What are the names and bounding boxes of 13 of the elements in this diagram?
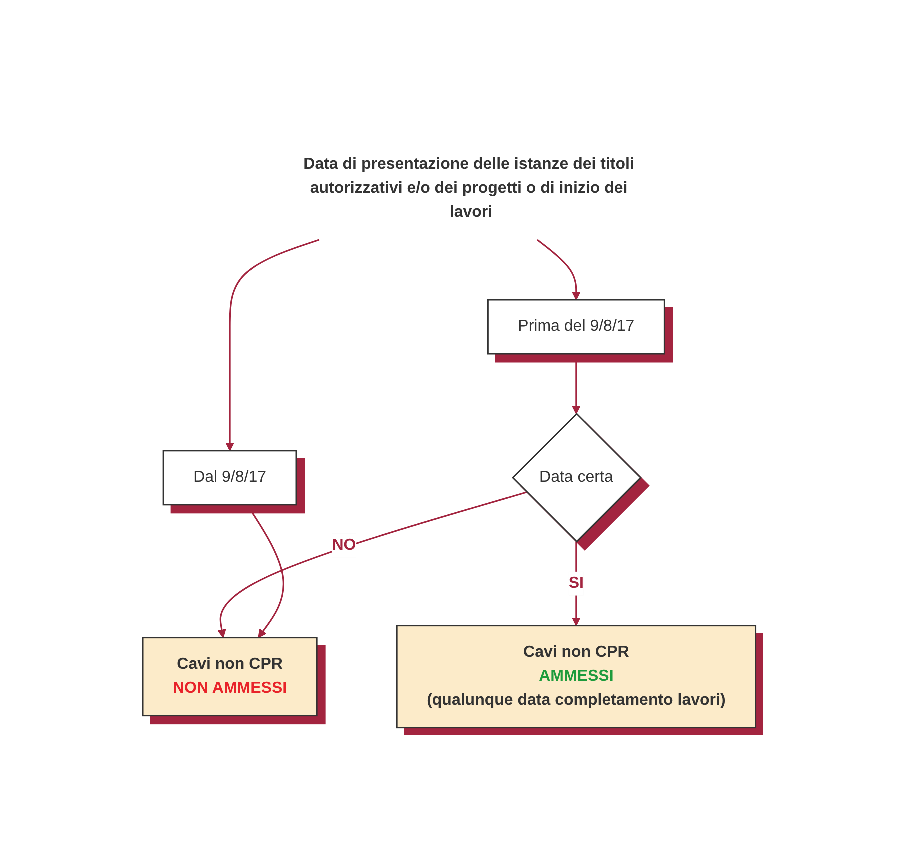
node-box: Cavi non CPR AMMESSI (qualunque data completamento lavori) [396,624,756,728]
arrow [572,354,580,414]
node-box: Prima del 9/8/17 [487,298,666,354]
arrow [536,238,580,300]
arrow [225,238,320,451]
arrow [217,491,527,638]
arrow [246,504,284,638]
node-box: Cavi non CPR NON AMMESSI [142,636,318,716]
edge-label: SI [568,574,584,592]
edge-label: NO [332,536,356,554]
node-box: Dal 9/8/17 [162,450,297,506]
node-text: Data di presentazione delle istanze dei titoli autorizzativi e/o dei progetti o di inizio dei lavori [303,156,634,221]
node-diamond: Data certa [512,412,642,542]
